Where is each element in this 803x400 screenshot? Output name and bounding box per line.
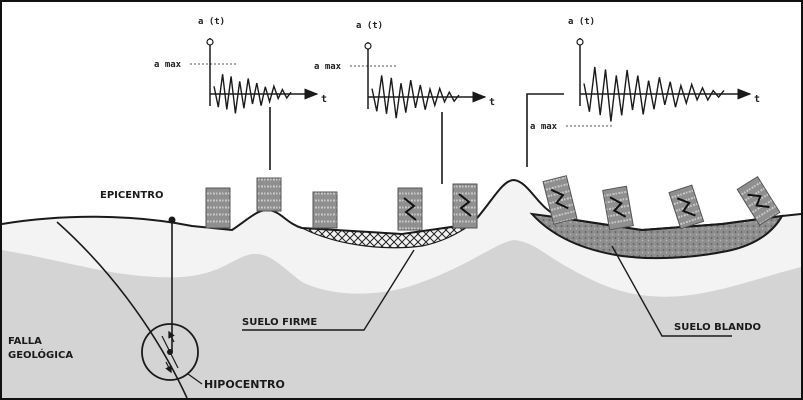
waveform — [213, 74, 292, 114]
amax-label: a max — [314, 62, 342, 72]
time-label: t — [754, 94, 760, 105]
firm-soil-layer — [301, 223, 473, 249]
axis-origin-icon — [206, 38, 214, 46]
tilted-building-icon — [736, 175, 781, 226]
seismogram-3: a (t) a max t — [530, 17, 760, 132]
tilted-building-icon — [602, 185, 634, 231]
axis-origin-icon — [576, 38, 584, 46]
crack-icon — [452, 183, 478, 229]
falla-label-line2: GEOLÓGICA — [8, 348, 73, 361]
hipocentro-label: HIPOCENTRO — [204, 378, 285, 391]
crack-icon — [397, 187, 423, 231]
epicentro-label: EPICENTRO — [100, 190, 163, 201]
axis-label: a (t) — [356, 21, 383, 31]
ground-surface — [2, 178, 801, 236]
axis-origin-icon — [364, 42, 372, 50]
suelo-blando-pointer — [611, 245, 732, 337]
seismogram-2: a (t) a max t — [314, 21, 495, 119]
seismogram-connector — [526, 93, 564, 167]
axis-label: a (t) — [198, 17, 225, 27]
hipocentro-pointer — [187, 373, 203, 385]
time-label: t — [321, 94, 327, 105]
fault-circle-icon — [141, 323, 199, 381]
time-label: t — [489, 97, 495, 108]
amax-label: a max — [530, 122, 558, 132]
tilted-building-icon — [668, 184, 705, 230]
waveform — [371, 75, 460, 119]
axis-label: a (t) — [568, 17, 595, 27]
waveform — [583, 66, 725, 122]
suelo-blando-label: SUELO BLANDO — [674, 322, 761, 333]
tilted-building-icon — [542, 175, 578, 225]
seismogram-1: a (t) a max t — [154, 17, 327, 114]
suelo-firme-label: SUELO FIRME — [242, 317, 317, 328]
building-icon — [205, 187, 231, 229]
amax-label: a max — [154, 60, 182, 70]
suelo-firme-pointer — [242, 249, 415, 331]
building-icon — [312, 191, 338, 229]
building-icon — [256, 177, 282, 212]
falla-label-line1: FALLA — [8, 336, 42, 347]
fault-line — [56, 221, 188, 398]
